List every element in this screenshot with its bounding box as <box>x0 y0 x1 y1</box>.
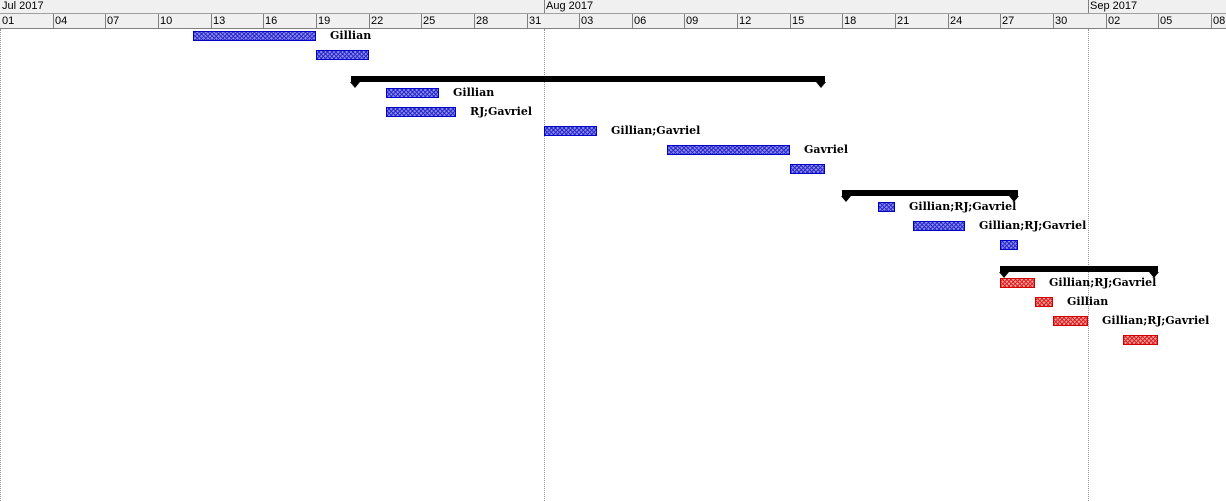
resource-label: Gillian <box>330 29 372 42</box>
day-tick-label: 22 <box>371 15 384 27</box>
month-tick <box>544 0 545 13</box>
timescale-month-row <box>0 0 1226 14</box>
day-tick <box>211 14 212 28</box>
task-bar[interactable] <box>790 164 825 174</box>
resource-label: Gillian <box>1067 295 1109 308</box>
task-bar[interactable] <box>386 107 456 117</box>
task-bar[interactable] <box>386 88 439 98</box>
month-tick <box>1088 0 1089 13</box>
day-tick <box>263 14 264 28</box>
resource-label: Gillian;RJ;Gavriel <box>909 200 1017 213</box>
task-bar[interactable] <box>878 202 895 212</box>
day-tick <box>527 14 528 28</box>
day-tick <box>421 14 422 28</box>
day-tick <box>1106 14 1107 28</box>
day-tick-label: 15 <box>792 15 805 27</box>
day-tick <box>1053 14 1054 28</box>
day-tick <box>105 14 106 28</box>
day-tick <box>474 14 475 28</box>
task-bar[interactable] <box>667 145 790 155</box>
task-bar[interactable] <box>193 31 316 41</box>
critical-task-bar[interactable] <box>1035 297 1053 307</box>
summary-bar[interactable] <box>999 266 1159 278</box>
day-tick <box>790 14 791 28</box>
day-tick <box>579 14 580 28</box>
month-gridline <box>1088 29 1089 501</box>
summary-bar[interactable] <box>350 76 826 88</box>
resource-label: Gillian;RJ;Gavriel <box>979 219 1087 232</box>
resource-label: RJ;Gavriel <box>470 105 533 118</box>
month-label: Aug 2017 <box>546 0 594 12</box>
day-tick-label: 19 <box>318 15 331 27</box>
month-gridline <box>544 29 545 501</box>
day-tick-label: 06 <box>634 15 647 27</box>
day-tick <box>1000 14 1001 28</box>
critical-task-bar[interactable] <box>1123 335 1158 345</box>
day-tick <box>369 14 370 28</box>
day-tick-label: 01 <box>2 15 15 27</box>
day-tick <box>895 14 896 28</box>
timescale-day-row <box>0 14 1226 29</box>
day-tick-label: 18 <box>844 15 857 27</box>
chart-left-boundary <box>0 29 1 501</box>
day-tick <box>158 14 159 28</box>
task-bar[interactable] <box>913 221 965 231</box>
day-tick-label: 13 <box>213 15 226 27</box>
day-tick-label: 05 <box>1160 15 1173 27</box>
day-tick <box>737 14 738 28</box>
day-tick <box>316 14 317 28</box>
resource-label: Gillian;RJ;Gavriel <box>1102 314 1210 327</box>
day-tick-label: 08 <box>1213 15 1226 27</box>
day-tick-label: 02 <box>1108 15 1121 27</box>
day-tick <box>53 14 54 28</box>
day-tick-label: 07 <box>107 15 120 27</box>
resource-label: Gillian;Gavriel <box>611 124 701 137</box>
summary-bar[interactable] <box>841 190 1019 202</box>
month-label: Sep 2017 <box>1090 0 1138 12</box>
day-tick-label: 25 <box>423 15 436 27</box>
day-tick-label: 30 <box>1055 15 1068 27</box>
day-tick-label: 16 <box>265 15 278 27</box>
day-tick <box>1211 14 1212 28</box>
critical-task-bar[interactable] <box>1000 278 1035 288</box>
day-tick-label: 09 <box>686 15 699 27</box>
day-tick <box>948 14 949 28</box>
day-tick-label: 12 <box>739 15 752 27</box>
day-tick <box>1158 14 1159 28</box>
task-bar[interactable] <box>1000 240 1018 250</box>
day-tick <box>684 14 685 28</box>
day-tick-label: 21 <box>897 15 910 27</box>
day-tick-label: 04 <box>55 15 68 27</box>
critical-task-bar[interactable] <box>1053 316 1088 326</box>
day-tick <box>842 14 843 28</box>
day-tick-label: 31 <box>529 15 542 27</box>
day-tick-label: 28 <box>476 15 489 27</box>
day-tick-label: 27 <box>1002 15 1015 27</box>
day-tick <box>632 14 633 28</box>
month-label: Jul 2017 <box>2 0 44 12</box>
resource-label: Gillian;RJ;Gavriel <box>1049 276 1157 289</box>
day-tick-label: 24 <box>950 15 963 27</box>
day-tick-label: 03 <box>581 15 594 27</box>
resource-label: Gavriel <box>804 143 849 156</box>
task-bar[interactable] <box>316 50 369 60</box>
task-bar[interactable] <box>544 126 597 136</box>
day-tick-label: 10 <box>160 15 173 27</box>
resource-label: Gillian <box>453 86 495 99</box>
